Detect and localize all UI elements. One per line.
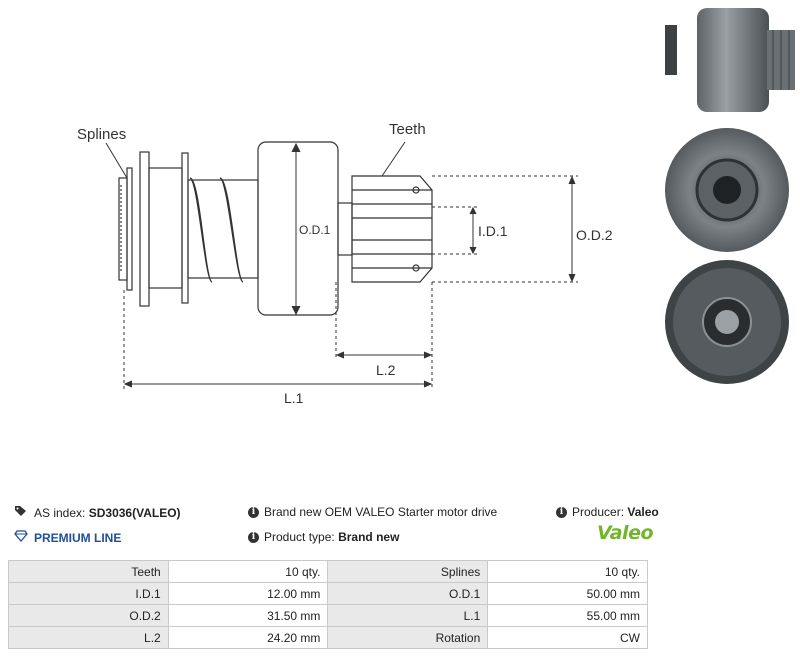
spec-value: 10 qty.: [167, 560, 329, 583]
spec-label: L.1: [327, 604, 489, 627]
info-icon: i: [248, 506, 259, 518]
label-od1: O.D.1: [299, 223, 331, 237]
spec-value: 55.00 mm: [487, 604, 648, 627]
label-od2: O.D.2: [576, 227, 613, 243]
info-icon: i: [248, 531, 259, 543]
spec-label: Splines: [327, 560, 489, 583]
spec-value: CW: [487, 626, 648, 649]
spec-value: 50.00 mm: [487, 582, 648, 605]
spec-value: 24.20 mm: [167, 626, 329, 649]
premium-line: PREMIUM LINE: [14, 530, 121, 545]
product-info: AS index: SD3036(VALEO) PREMIUM LINE i B…: [14, 500, 659, 560]
as-index: AS index: SD3036(VALEO): [14, 505, 181, 520]
spec-label: Teeth: [8, 560, 169, 583]
description: i Brand new OEM VALEO Starter motor driv…: [248, 505, 497, 519]
label-id1: I.D.1: [478, 223, 508, 239]
product-type: i Product type: Brand new: [248, 530, 399, 544]
info-icon: i: [556, 506, 567, 518]
spec-value: 10 qty.: [487, 560, 648, 583]
technical-drawing: Splines Teeth O.D.1 I.D.1 O.D.2 L.2 L.1: [77, 121, 613, 406]
as-index-value: SD3036(VALEO): [88, 505, 181, 520]
spec-value: 12.00 mm: [167, 582, 329, 605]
producer-value: Valeo: [627, 505, 659, 519]
valeo-logo: Valeo: [597, 522, 654, 544]
diamond-icon: [14, 530, 28, 545]
tag-icon: [14, 505, 28, 520]
producer: i Producer: Valeo: [556, 505, 659, 519]
spec-label: I.D.1: [8, 582, 169, 605]
spring-coil: [189, 177, 213, 283]
spec-label: O.D.1: [327, 582, 489, 605]
photo-back-view: [665, 260, 789, 384]
spec-value: 31.50 mm: [167, 604, 329, 627]
label-teeth: Teeth: [389, 121, 426, 138]
photo-side-view: [665, 8, 795, 112]
spline-flange: [118, 177, 128, 281]
spec-label: Rotation: [327, 626, 489, 649]
label-l2: L.2: [376, 362, 396, 378]
label-l1: L.1: [284, 390, 304, 406]
spec-label: O.D.2: [8, 604, 169, 627]
label-splines: Splines: [77, 126, 126, 143]
spec-label: L.2: [8, 626, 169, 649]
photo-front-view: [665, 128, 789, 252]
pinion-gear: [351, 175, 433, 283]
product-photos: [665, 8, 795, 384]
product-type-value: Brand new: [338, 530, 400, 544]
